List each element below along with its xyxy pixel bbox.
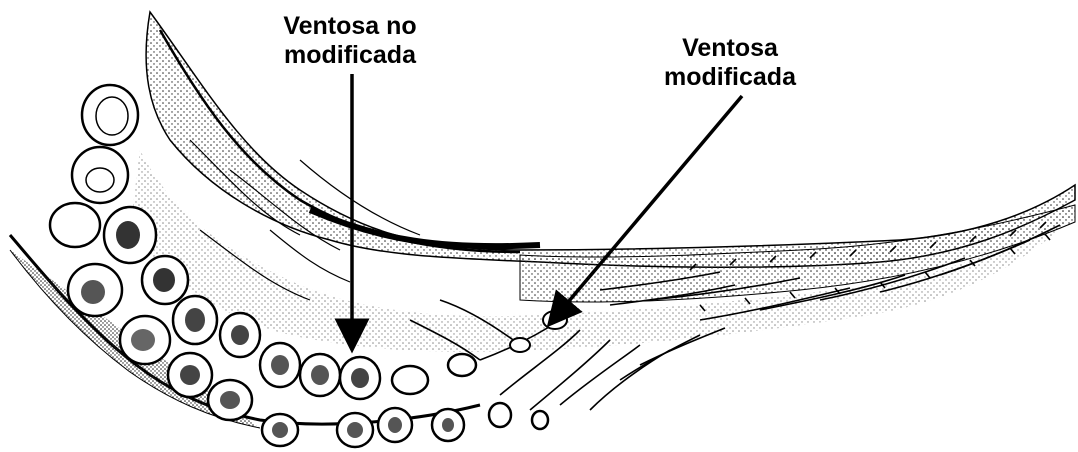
sucker-row: [50, 85, 548, 447]
sucker: [173, 296, 217, 344]
sucker: [82, 85, 138, 145]
sucker: [260, 343, 300, 387]
label-modified-line2: modificada: [640, 63, 820, 92]
sucker: [337, 413, 373, 447]
sucker: [68, 264, 122, 316]
sucker: [220, 313, 260, 357]
sucker: [208, 380, 252, 420]
sucker: [432, 409, 464, 441]
label-unmodified-line1: Ventosa no: [250, 12, 450, 41]
sucker: [340, 357, 380, 399]
label-unmodified-line2: modificada: [250, 41, 450, 70]
sucker: [50, 203, 100, 247]
sucker: [168, 353, 212, 397]
sucker: [448, 354, 476, 376]
label-modified-sucker: Ventosa modificada: [640, 34, 820, 92]
sucker: [532, 411, 548, 429]
sucker: [378, 408, 412, 442]
label-unmodified-sucker: Ventosa no modificada: [250, 12, 450, 70]
sucker: [72, 147, 128, 203]
sucker: [300, 354, 340, 396]
sucker: [489, 403, 511, 427]
sucker: [142, 256, 188, 304]
sucker: [262, 414, 298, 446]
label-modified-line1: Ventosa: [640, 34, 820, 63]
sucker: [120, 316, 170, 364]
sucker: [104, 207, 156, 263]
sucker: [392, 366, 428, 394]
